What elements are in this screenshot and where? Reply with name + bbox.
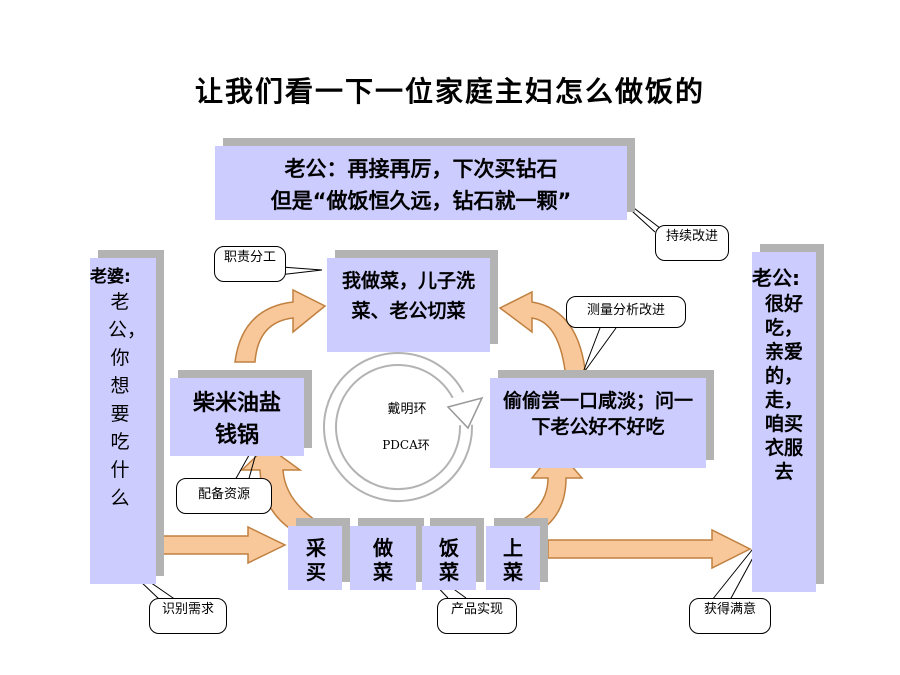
husband-right-body: 很好吃，亲爱的，走，咱买衣服去: [764, 293, 803, 483]
husband-top-box: 老公：再接再厉，下次买钻石 但是“做饭恒久远，钻石就一颗”: [215, 146, 627, 220]
cycle-label-pdca: PDCA环: [382, 438, 430, 452]
step-label-meal: 饭菜: [439, 536, 459, 584]
step-box-meal: 饭菜: [422, 526, 476, 590]
wife-box: 老婆: 老公，你想要吃什么: [90, 258, 156, 584]
wife-heading: 老婆:: [90, 267, 131, 287]
step-box-serve: 上菜: [486, 526, 540, 590]
wife-body: 老公，你想要吃什么: [108, 291, 147, 509]
husband-right-box: 老公: 很好吃，亲爱的，走，咱买衣服去: [752, 252, 816, 592]
arrow-steps-to-husband: [547, 528, 752, 570]
cycle-label-deming: 戴明环: [387, 402, 427, 417]
taste-box: 偷偷尝一口咸淡；问一下老公好不好吃: [490, 378, 706, 468]
division-box: 我做菜，儿子洗菜、老公切菜: [327, 258, 490, 352]
callout-product-realization: 产品实现: [437, 598, 517, 634]
step-box-cook: 做菜: [350, 526, 416, 590]
husband-top-line1: 老公：再接再厉，下次买钻石: [284, 157, 558, 181]
callout-gain-satisfaction: 获得满意: [689, 598, 771, 634]
step-label-serve: 上菜: [503, 536, 523, 584]
page-title: 让我们看一下一位家庭主妇怎么做饭的: [194, 75, 705, 108]
pointer-measure: [581, 327, 617, 376]
husband-right-heading: 老公:: [752, 266, 800, 290]
callout-identify-needs: 识别需求: [149, 598, 227, 634]
step-label-cook: 做菜: [373, 536, 393, 584]
step-box-purchase: 采买: [288, 526, 342, 590]
arrow-curve-measure: [498, 290, 587, 379]
husband-top-line2: 但是“做饭恒久远，钻石就一颗”: [270, 189, 572, 213]
callout-duty-division: 职责分工: [214, 246, 286, 282]
step-label-purchase: 采买: [306, 536, 326, 584]
pdca-cycle-ring: [323, 352, 484, 503]
callout-continuous-improvement: 持续改进: [655, 225, 729, 261]
arrow-curve-division: [234, 288, 327, 363]
callout-allocate-resources: 配备资源: [176, 478, 272, 514]
division-text: 我做菜，儿子洗菜、老公切菜: [341, 270, 475, 322]
arrow-curve-taste: [520, 446, 584, 533]
callout-measure-analyze: 测量分析改进: [566, 296, 686, 328]
resources-text: 柴米油盐钱锅: [192, 391, 281, 448]
pointer-duty: [267, 265, 323, 277]
taste-text: 偷偷尝一口咸淡；问一下老公好不好吃: [502, 390, 693, 438]
arrow-wife-to-steps: [161, 525, 287, 565]
resources-box: 柴米油盐钱锅: [170, 378, 304, 456]
